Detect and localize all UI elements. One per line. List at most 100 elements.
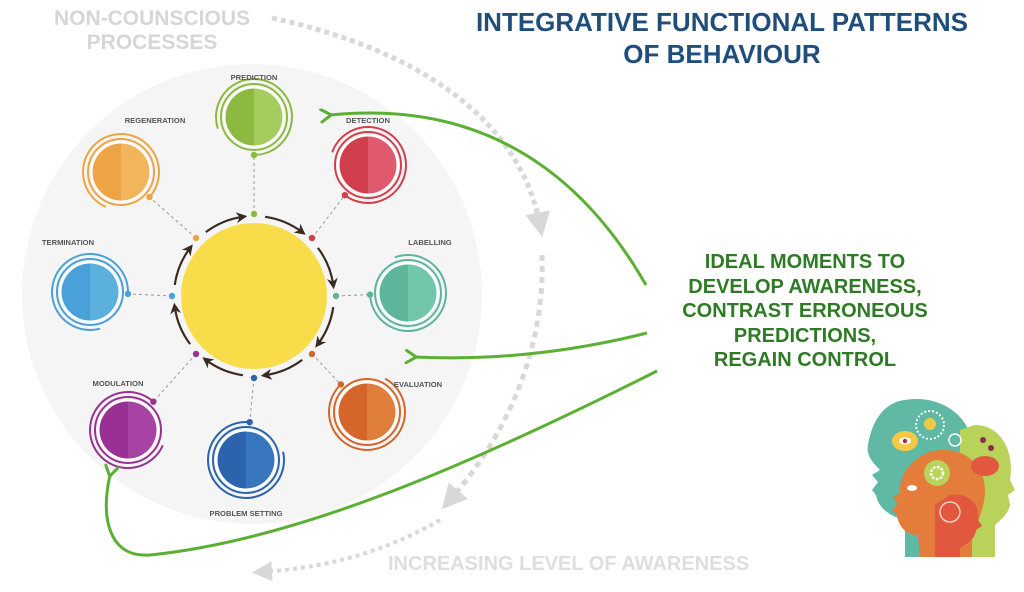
- stage-node-prediction: PREDICTION: [215, 73, 293, 159]
- title-line1: INTEGRATIVE FUNCTIONAL PATTERNS: [475, 7, 969, 37]
- hub-dot-evaluation: [308, 350, 316, 358]
- stage-connector-dot: [150, 398, 157, 405]
- stage-inner-ring: [220, 83, 288, 151]
- awareness-note: IDEAL MOMENTS TO DEVELOP AWARENESS, CONT…: [660, 250, 950, 373]
- stage-fill-right: [368, 136, 397, 194]
- stage-outer-ring: [328, 377, 406, 451]
- stage-node-regeneration: REGENERATION: [82, 116, 185, 208]
- non-conscious-processes-label: NON-COUNSCIOUS PROCESSES: [32, 7, 272, 55]
- stage-node-termination: TERMINATION: [42, 238, 132, 331]
- pointer-arrow-to-modulation: [106, 369, 658, 557]
- spoke-connector-termination: [127, 293, 173, 297]
- stage-connector-dot: [146, 193, 153, 201]
- hub-dot-modulation: [192, 350, 200, 358]
- cycle-flow-arrow: [315, 306, 335, 348]
- lightbulb-gear-icon: [915, 410, 945, 440]
- gear-icon: [929, 465, 945, 481]
- hub-dot-problem-setting: [250, 374, 258, 382]
- stage-node-problem-setting: PROBLEM SETTING: [207, 418, 285, 518]
- stage-connector-dot: [337, 381, 345, 388]
- stage-label-termination: TERMINATION: [42, 238, 94, 247]
- stage-fill-left: [339, 136, 368, 194]
- non-conscious-line1: NON-COUNSCIOUS: [53, 7, 250, 30]
- stage-node-labelling: LABELLING: [366, 238, 452, 332]
- gear-speech-bubble-icon: [924, 460, 950, 486]
- stage-node-evaluation: EVALUATION: [328, 377, 442, 451]
- hub-dot-regeneration: [192, 234, 200, 242]
- cycle-flow-arrow: [170, 302, 191, 345]
- stage-outer-ring: [331, 126, 407, 204]
- brain-gears-icon: [939, 501, 961, 523]
- awareness-note-line: CONTRAST ERRONEOUS: [682, 300, 928, 322]
- awareness-axis-label: INCREASING LEVEL OF AWARENESS: [388, 553, 750, 575]
- hub-dot-detection: [308, 234, 316, 242]
- stage-fill-left: [92, 143, 121, 201]
- stage-fill-right: [121, 143, 150, 201]
- stage-label-prediction: PREDICTION: [231, 73, 278, 82]
- lightbulb-icon: [924, 418, 936, 430]
- stage-node-modulation: MODULATION: [89, 379, 164, 469]
- stage-inner-ring: [94, 396, 162, 464]
- cycle-flow-arrow: [173, 244, 193, 286]
- hub-dot-prediction: [250, 210, 258, 218]
- stage-outer-ring: [207, 421, 285, 499]
- hub-dot-termination: [168, 292, 176, 300]
- cycle-flow-arrow: [264, 215, 306, 235]
- sleeping-speech-bubble-icon: [971, 456, 999, 476]
- cycle-flow-arrow: [202, 357, 244, 377]
- stage-inner-ring: [334, 131, 402, 199]
- stage-inner-ring: [212, 426, 280, 494]
- small-gears-icon: [948, 433, 962, 447]
- awareness-arc-upper: [271, 15, 550, 238]
- orange-head-eye-icon: [907, 485, 917, 491]
- stage-fill-right: [254, 88, 283, 146]
- stage-connector-dot: [366, 291, 374, 298]
- stage-label-evaluation: EVALUATION: [394, 380, 442, 389]
- cycle-flow-arrow: [260, 359, 303, 380]
- stage-fill-left: [61, 263, 90, 321]
- spoke-connector-evaluation: [311, 353, 342, 385]
- stage-label-problem-setting: PROBLEM SETTING: [210, 509, 283, 518]
- stage-outer-ring: [82, 133, 160, 208]
- stage-outer-ring: [89, 391, 164, 469]
- stage-label-labelling: LABELLING: [408, 238, 452, 247]
- spoke-connector-modulation: [152, 353, 197, 403]
- stage-fill-left: [217, 431, 246, 489]
- stage-label-modulation: MODULATION: [93, 379, 144, 388]
- puzzle-piece-2: [988, 445, 994, 451]
- awareness-arc-lower: [441, 254, 545, 510]
- stage-inner-ring: [87, 138, 155, 206]
- stage-fill-right: [90, 263, 119, 321]
- awareness-note-line: PREDICTIONS,: [733, 324, 877, 347]
- title-line2: OF BEHAVIOUR: [623, 39, 821, 69]
- puzzle-pieces-icon: [980, 437, 986, 443]
- spoke-connector-regeneration: [149, 196, 197, 239]
- stage-fill-right: [408, 264, 437, 322]
- stage-fill-left: [225, 88, 254, 146]
- pointer-arrow-to-evaluation: [415, 331, 648, 358]
- stage-outer-ring: [369, 254, 447, 332]
- stage-fill-left: [338, 383, 367, 441]
- stage-fill-right: [128, 401, 157, 459]
- cycle-flow-arrow: [205, 212, 248, 233]
- page-title: INTEGRATIVE FUNCTIONAL PATTERNS OF BEHAV…: [420, 6, 1024, 70]
- stage-connector-dot: [246, 418, 253, 426]
- stage-inner-ring: [333, 378, 401, 446]
- stage-outer-ring: [215, 78, 293, 156]
- stage-fill-left: [99, 401, 128, 459]
- stage-fill-left: [379, 264, 408, 322]
- stage-connector-dot: [250, 151, 258, 159]
- stage-fill-right: [246, 431, 275, 489]
- non-conscious-line2: PROCESSES: [86, 31, 218, 54]
- cycle-center-disc: [181, 223, 327, 369]
- head-silhouette-red: [935, 494, 982, 557]
- hub-dot-labelling: [332, 292, 340, 300]
- awareness-note-line: IDEAL MOMENTS TO: [704, 251, 906, 273]
- stage-connector-dot: [341, 191, 349, 199]
- heads-with-gears-illustration: [867, 399, 1015, 557]
- cycle-flow-arrow: [317, 247, 338, 290]
- pointer-arrow-to-prediction: [330, 113, 648, 286]
- awareness-note-line: DEVELOP AWARENESS,: [688, 275, 922, 298]
- spoke-connector-problem-setting: [249, 377, 255, 423]
